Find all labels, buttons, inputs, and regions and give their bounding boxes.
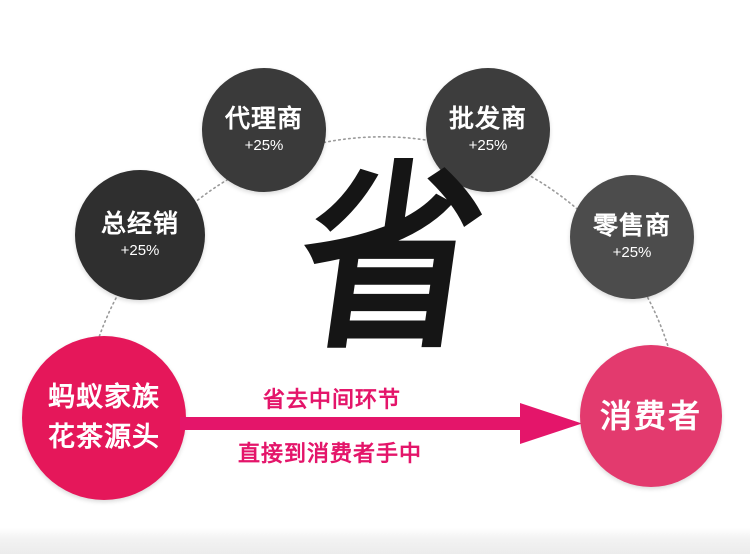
- retailer-label: 零售商: [592, 211, 671, 240]
- distributor-label: 总经销: [100, 209, 179, 238]
- consumer-node: 消费者: [580, 345, 722, 487]
- footer-band: [0, 528, 750, 554]
- wholesaler-label: 批发商: [448, 104, 527, 133]
- agent-node: 代理商 +25%: [202, 68, 326, 192]
- agent-label: 代理商: [224, 104, 303, 133]
- arrow-label-bottom: 直接到消费者手中: [238, 442, 423, 467]
- source-node: 蚂蚁家族 花茶源头: [22, 336, 186, 500]
- source-label-line1: 蚂蚁家族: [48, 382, 160, 413]
- arrow-label-top: 省去中间环节: [263, 388, 402, 413]
- source-label-line2: 花茶源头: [48, 422, 160, 453]
- retailer-node: 零售商 +25%: [570, 175, 694, 299]
- wholesaler-node: 批发商 +25%: [426, 68, 550, 192]
- distributor-node: 总经销 +25%: [75, 170, 205, 300]
- distributor-markup: +25%: [120, 242, 160, 259]
- wholesaler-markup: +25%: [468, 137, 508, 154]
- consumer-label: 消费者: [599, 397, 702, 435]
- agent-markup: +25%: [244, 137, 284, 154]
- save-calligraphy-char: 省: [284, 142, 498, 377]
- retailer-markup: +25%: [612, 244, 652, 261]
